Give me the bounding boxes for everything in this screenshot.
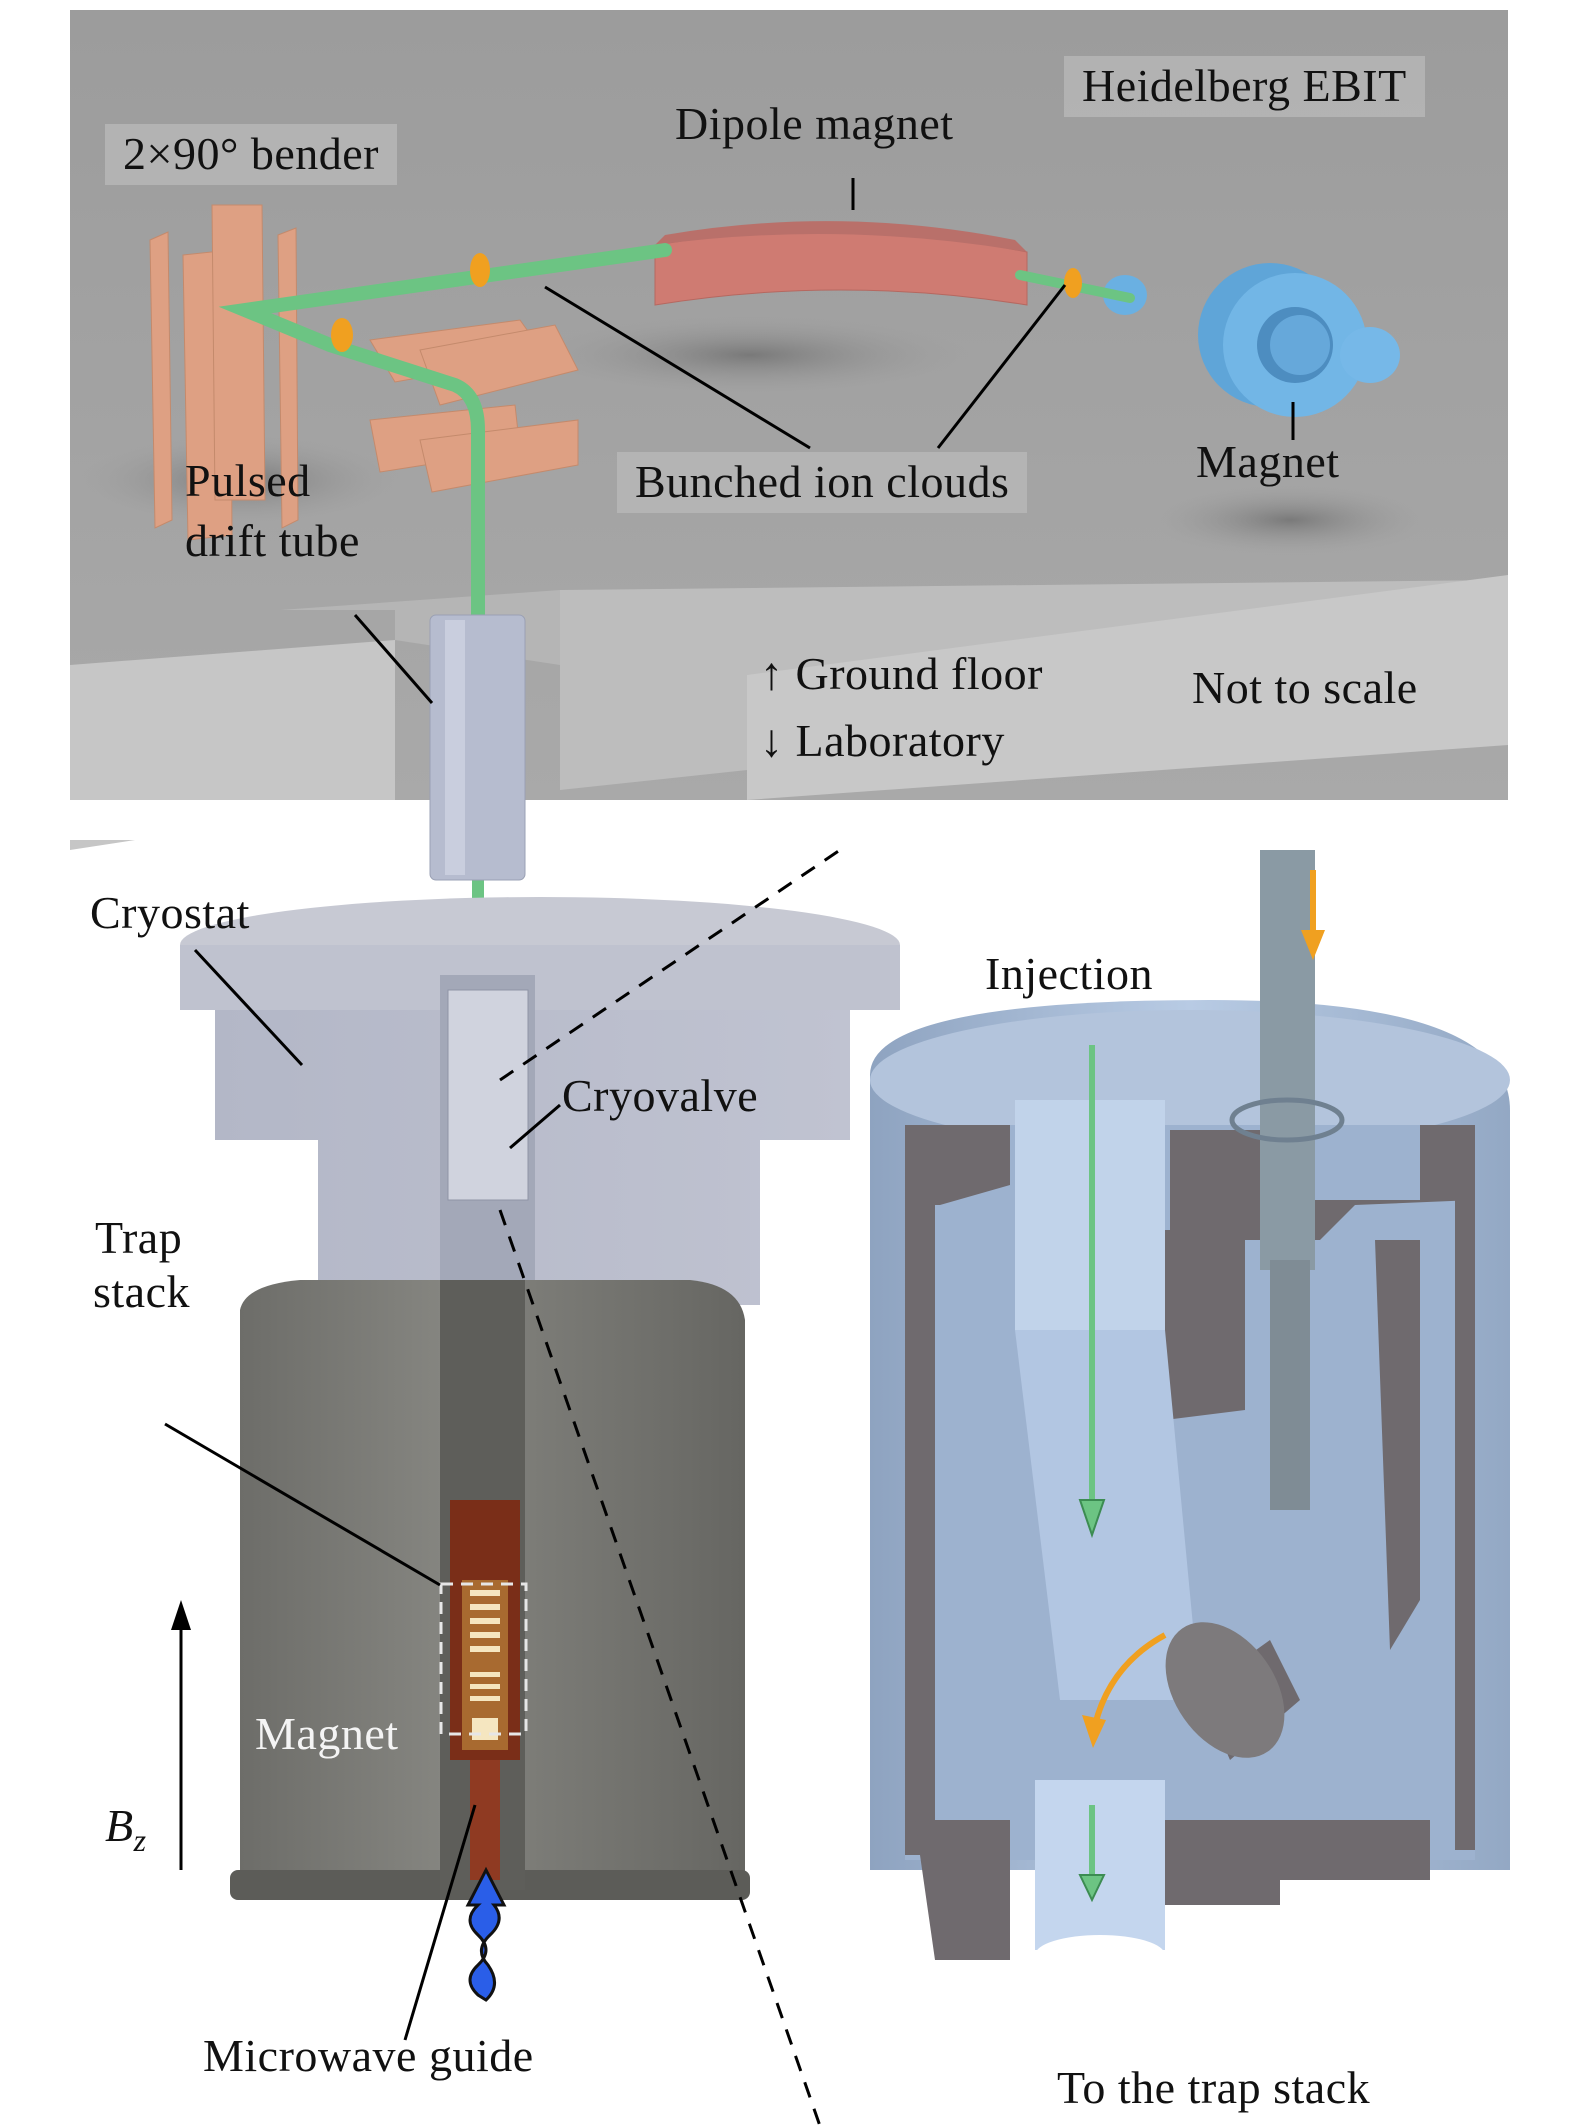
injection-arrow-icon [1078, 1045, 1106, 1539]
beamline-magnet [1103, 263, 1400, 417]
drift-tube-label-line2: drift tube [185, 515, 360, 566]
zoom-indicator-lines [498, 848, 841, 2126]
field-direction-arrow [171, 1600, 191, 1870]
cryovalve-detail [870, 850, 1510, 1975]
pulsed-drift-tube [429, 614, 526, 881]
cryovalve-label: Cryovalve [562, 1070, 759, 1121]
bender-label: 2×90° bender [105, 124, 397, 185]
cryostat [180, 897, 900, 1310]
beamline-magnet-label: Magnet [1196, 436, 1340, 487]
dipole-magnet [654, 221, 1028, 306]
superconducting-magnet [230, 1280, 750, 1900]
injection-label: Injection [985, 948, 1153, 999]
ground-floor-label: ↑ Ground floor [760, 648, 1043, 699]
trap-stack-label-line1: Trap [95, 1212, 183, 1263]
actuator-arrow-icon [1301, 870, 1325, 960]
laboratory-label: ↓ Laboratory [760, 715, 1005, 766]
field-symbol: B [105, 1800, 134, 1851]
field-label: Bz [105, 1800, 147, 1859]
cryostat-label: Cryostat [90, 887, 250, 938]
dipole-magnet-label: Dipole magnet [675, 98, 954, 149]
magnet-label: Magnet [255, 1708, 399, 1759]
trap-stack-label-line2: stack [93, 1266, 191, 1317]
leader-lines [164, 178, 1295, 2041]
microwave-guide-label: Microwave guide [203, 2030, 534, 2081]
field-subscript: z [133, 1822, 147, 1859]
to-trap-stack-label: To the trap stack [1057, 2062, 1371, 2113]
figure-title-box: Heidelberg EBIT [1064, 56, 1425, 117]
bunched-ion-clouds-label: Bunched ion clouds [617, 452, 1028, 513]
exit-arrow-icon [1078, 1805, 1106, 1903]
drift-tube-label-line1: Pulsed [185, 455, 311, 506]
not-to-scale-note: Not to scale [1192, 662, 1418, 713]
microwave-arrow-icon [465, 1866, 507, 2002]
rotation-arrow-icon [1082, 1632, 1167, 1748]
